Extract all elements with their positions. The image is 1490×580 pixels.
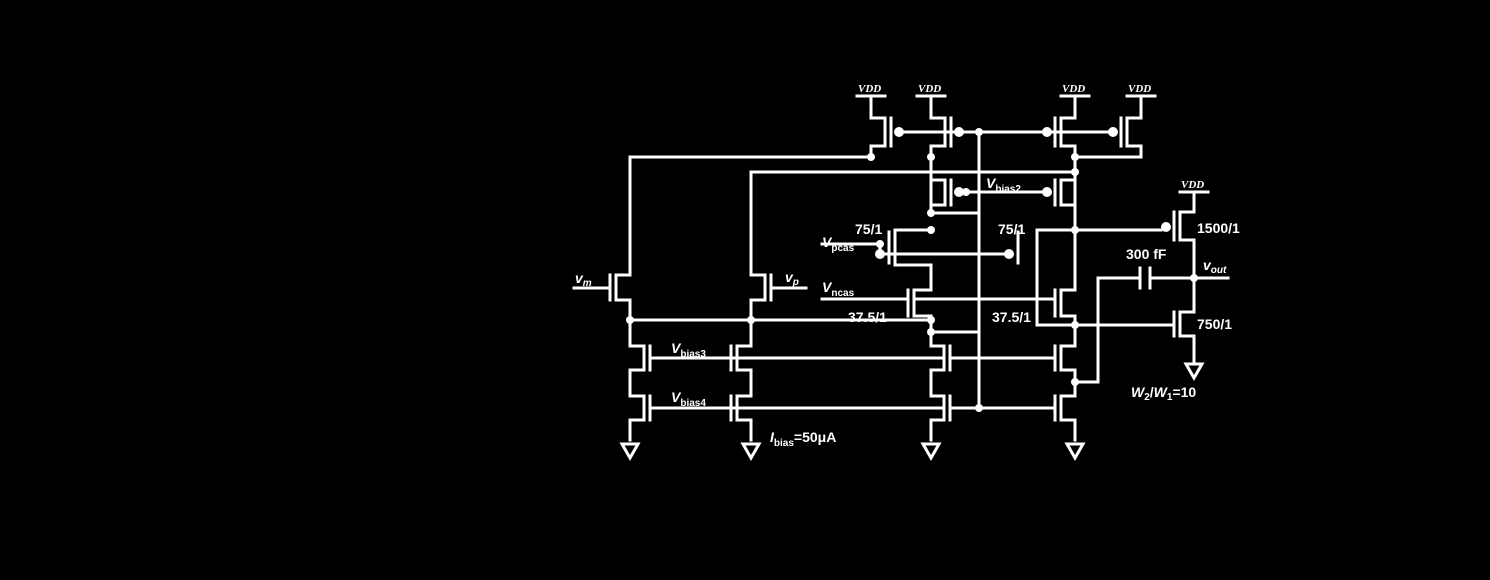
vpcas-label: Vpcas: [822, 234, 855, 254]
vdd-rail-3: VDD: [1059, 83, 1091, 120]
pmos-cascode-vbias2-left: [929, 178, 964, 207]
vbias3-label: Vbias3: [671, 340, 706, 360]
pmos-cascode-vbias2-right: [1042, 178, 1077, 207]
nmos-bottom-stack-right: [1053, 344, 1077, 442]
vbias2-label: Vbias2: [986, 175, 1021, 195]
vdd-rail-5: VDD: [1178, 179, 1210, 214]
size-37-left: 37.5/1: [848, 309, 887, 325]
pmos-cascode-vpcas-right: [1004, 228, 1077, 327]
pmos-top-2: [929, 116, 964, 215]
nmos-bottom-stack-left: [929, 344, 952, 442]
nmos-cascode-vncas-right: [1053, 228, 1077, 348]
vdd-label-1: VDD: [858, 83, 881, 95]
capacitor-300ff: [1138, 266, 1230, 290]
ground-5: [1183, 362, 1205, 382]
cap-label: 300 fF: [1126, 246, 1167, 262]
width-ratio-label: W2/W1=10: [1131, 384, 1196, 403]
size-37-right: 37.5/1: [992, 309, 1031, 325]
size-750: 750/1: [1197, 316, 1232, 332]
vm-label: vm: [575, 270, 592, 289]
ibias-label: Ibias=50μA: [770, 429, 836, 449]
pmos-cascode-vpcas-left: [875, 228, 933, 267]
pmos-top-1: [869, 116, 1118, 159]
ground-4: [1064, 442, 1086, 462]
pmos-output-1500: [1073, 210, 1196, 314]
nmos-tail-left-stack: [628, 318, 753, 442]
ground-1: [619, 442, 641, 462]
nmos-input-vm: [572, 273, 632, 322]
vp-label: vp: [785, 269, 799, 288]
ground-3: [920, 442, 942, 462]
vdd-rail-1: VDD: [855, 83, 887, 120]
vdd-label-2: VDD: [918, 83, 941, 95]
vout-label: vout: [1203, 257, 1227, 276]
pmos-top-4: [1073, 116, 1143, 159]
vdd-label-5: VDD: [1181, 179, 1204, 191]
ground-2: [740, 442, 762, 462]
size-1500: 1500/1: [1197, 220, 1240, 236]
size-75-right: 75/1: [998, 221, 1025, 237]
size-75-left: 75/1: [855, 221, 882, 237]
vbias4-label: Vbias4: [671, 389, 706, 409]
vdd-label-3: VDD: [1062, 83, 1085, 95]
vdd-rail-2: VDD: [915, 83, 947, 120]
pmos-top-3: [1042, 116, 1077, 232]
vncas-label: Vncas: [822, 279, 855, 299]
nmos-input-vp: [749, 273, 808, 322]
vdd-label-4: VDD: [1128, 83, 1151, 95]
vdd-rail-4: VDD: [1125, 83, 1157, 120]
nmos-output-750: [1073, 310, 1196, 364]
